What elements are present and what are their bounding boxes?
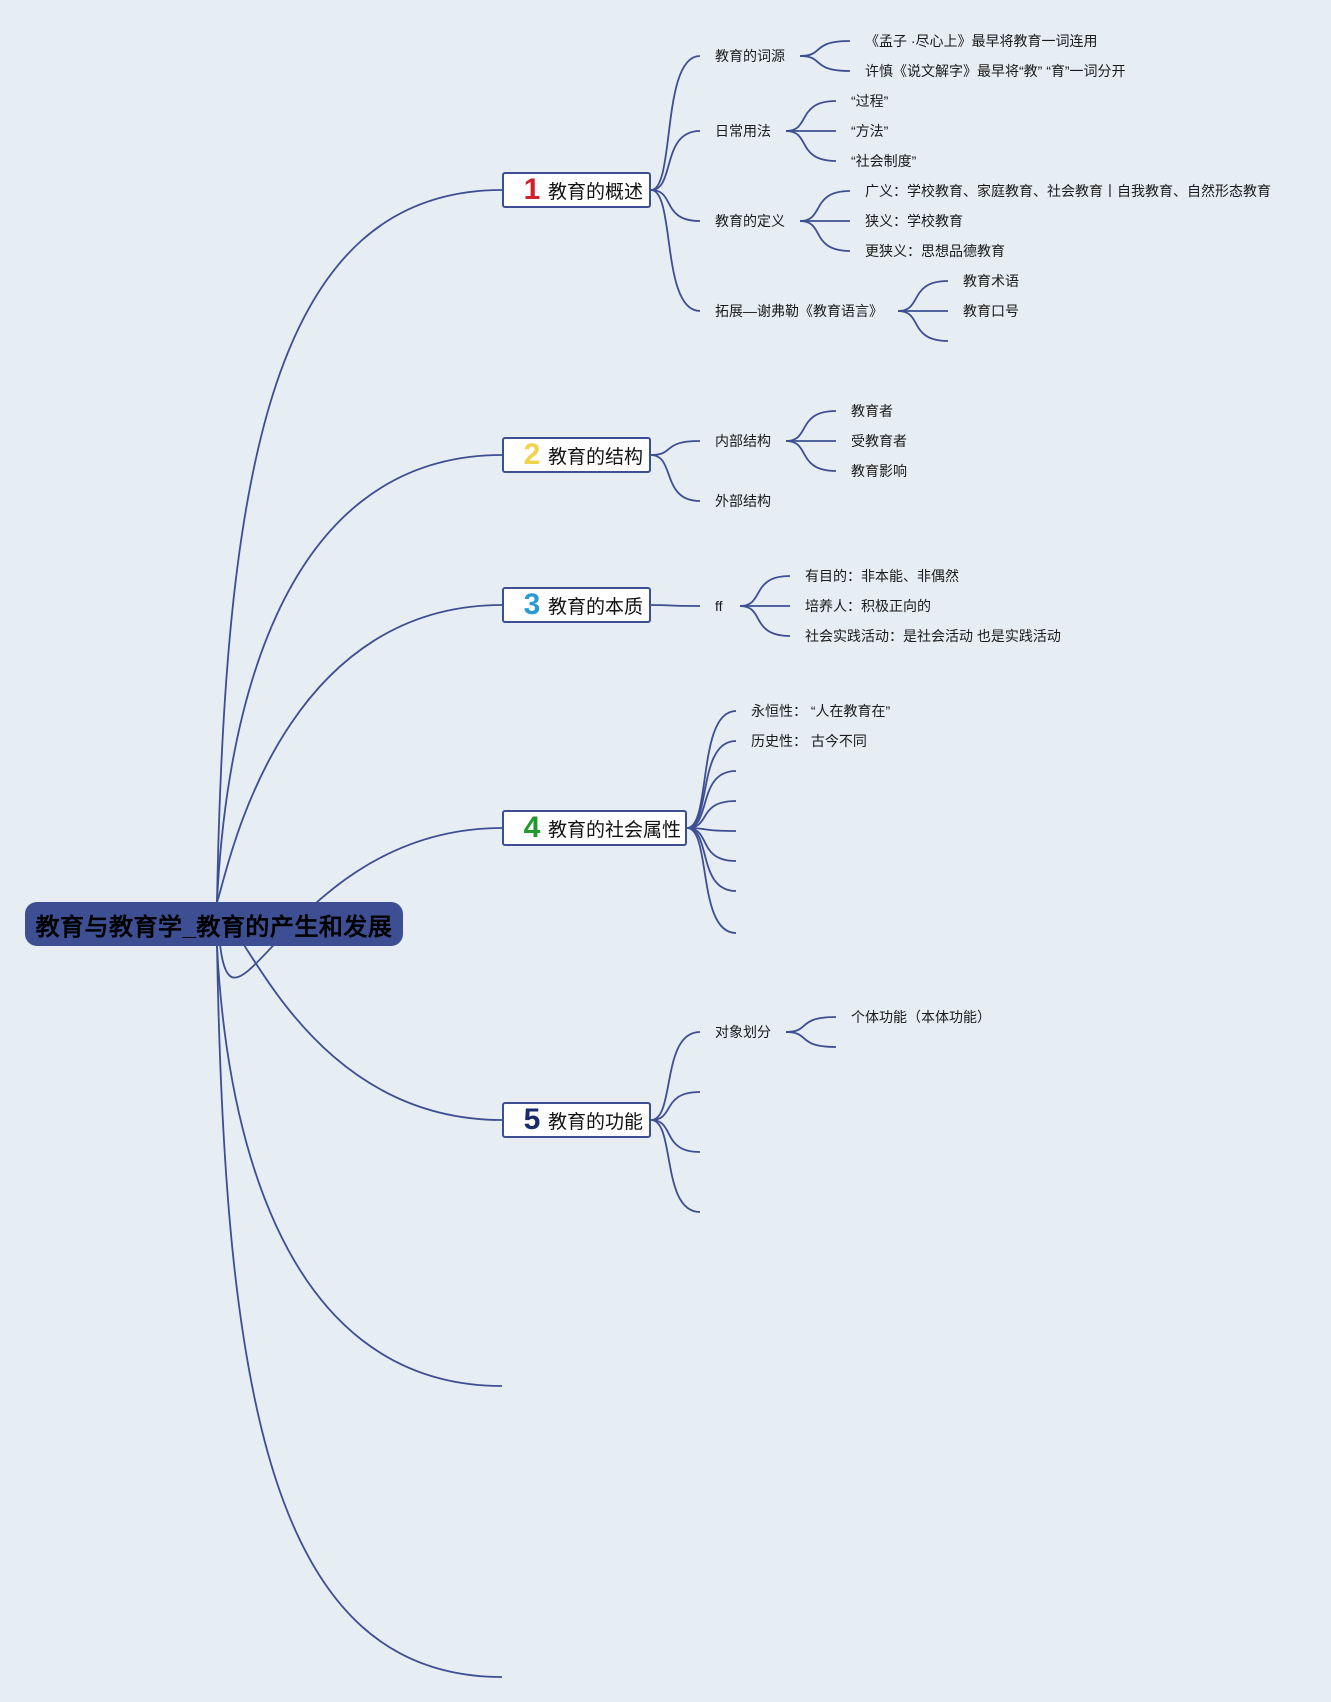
connector-lines <box>216 40 949 1678</box>
leaf-individual-function[interactable]: 个体功能（本体功能） <box>851 1009 991 1025</box>
t1-usage-link-0 <box>785 100 837 132</box>
leaf-edu-slogans[interactable]: 教育口号 <box>963 303 1019 319</box>
leaf-process[interactable]: “过程” <box>851 93 889 109</box>
t1-scheffler-link-2 <box>897 310 949 342</box>
t2-internal-link-2 <box>785 440 837 472</box>
t4-link-7 <box>686 827 737 934</box>
leaf-shuowen[interactable]: 许慎《说文解字》最早将“教” “育”一词分开 <box>865 63 1126 79</box>
t1-usage-link-2 <box>785 130 837 162</box>
leaf-cultivate[interactable]: 培养人：积极正向的 <box>805 598 931 614</box>
topic-2-number: 2 <box>523 438 541 471</box>
leaf-learner[interactable]: 受教育者 <box>851 433 907 449</box>
t1-def-link-2 <box>799 220 851 252</box>
leaf-social-practice[interactable]: 社会实践活动：是社会活动 也是实践活动 <box>805 628 1061 644</box>
t1-link-1 <box>650 130 701 191</box>
t1-link-2 <box>650 189 701 222</box>
branch-scheffler[interactable]: 拓展—谢弗勒《教育语言》 <box>715 303 883 319</box>
topic-1-label: 教育的概述 <box>548 181 644 203</box>
t3-ff-link-2 <box>739 605 791 637</box>
branch-word-origin[interactable]: 教育的词源 <box>715 48 785 64</box>
leaf-educator[interactable]: 教育者 <box>851 403 893 419</box>
leaf-eternal[interactable]: 永恒性： “人在教育在” <box>751 703 891 719</box>
leaf-method[interactable]: “方法” <box>851 123 889 139</box>
topic-5-number: 5 <box>523 1103 541 1136</box>
leaf-broad-definition[interactable]: 广义：学校教育、家庭教育、社会教育丨自我教育、自然形态教育 <box>865 183 1271 199</box>
topic-3-node[interactable]: 3 教育的本质 <box>502 587 651 623</box>
t1-scheffler-link-0 <box>897 280 949 312</box>
t5-link-3 <box>650 1119 701 1213</box>
topic-2-node[interactable]: 2 教育的结构 <box>502 437 651 473</box>
root-link-3 <box>216 604 503 903</box>
t2-internal-link-0 <box>785 410 837 442</box>
root-link-1 <box>216 189 503 903</box>
topic-4-node[interactable]: 4 教育的社会属性 <box>502 810 687 846</box>
branch-object-division[interactable]: 对象划分 <box>715 1024 771 1040</box>
root-link-5 <box>216 921 503 1121</box>
topic-5-node[interactable]: 5 教育的功能 <box>502 1102 651 1138</box>
t5-object-link-0 <box>785 1016 837 1033</box>
topic-1-number: 1 <box>523 173 541 206</box>
topic-1-node[interactable]: 1 教育的概述 <box>502 172 651 208</box>
root-link-7 <box>216 945 503 1678</box>
topic-4-number: 4 <box>523 811 541 844</box>
t1-def-link-0 <box>799 190 851 222</box>
leaf-narrow-definition[interactable]: 狭义：学校教育 <box>865 213 963 229</box>
t2-link-0 <box>650 440 701 456</box>
branch-external-structure[interactable]: 外部结构 <box>715 493 771 509</box>
branch-ff[interactable]: ff <box>715 598 723 614</box>
root-link-2 <box>216 454 503 903</box>
root-node[interactable]: 教育与教育学_教育的产生和发展 <box>25 902 403 946</box>
t2-link-1 <box>650 454 701 502</box>
t1-link-3 <box>650 189 701 312</box>
t3-ff-link-0 <box>739 575 791 607</box>
leaf-social-system[interactable]: “社会制度” <box>851 153 917 169</box>
t4-link-1 <box>686 740 737 829</box>
leaf-purposeful[interactable]: 有目的：非本能、非偶然 <box>805 568 959 584</box>
leaf-historical[interactable]: 历史性： 古今不同 <box>751 733 867 749</box>
leaf-edu-terms[interactable]: 教育术语 <box>963 273 1019 289</box>
t1-origin-link-1 <box>799 55 851 72</box>
t1-link-0 <box>650 55 701 191</box>
topic-3-number: 3 <box>523 588 541 621</box>
topic-4-label: 教育的社会属性 <box>548 819 682 841</box>
t4-link-6 <box>686 827 737 892</box>
t5-object-link-1 <box>785 1031 837 1048</box>
branch-definition[interactable]: 教育的定义 <box>715 213 785 229</box>
t5-link-2 <box>650 1119 701 1153</box>
topic-5-label: 教育的功能 <box>548 1111 644 1133</box>
t1-origin-link-0 <box>799 40 851 57</box>
branch-daily-usage[interactable]: 日常用法 <box>715 123 771 139</box>
t5-link-0 <box>650 1031 701 1121</box>
t4-link-0 <box>686 710 737 829</box>
leaf-mencius[interactable]: 《孟子 ·尽心上》最早将教育一词连用 <box>865 33 1098 49</box>
t4-link-2 <box>686 770 737 829</box>
leaf-influence[interactable]: 教育影响 <box>851 463 907 479</box>
topic-3-label: 教育的本质 <box>548 596 644 618</box>
t3-link-0 <box>650 604 701 607</box>
topic-2-label: 教育的结构 <box>548 446 644 468</box>
t5-link-1 <box>650 1091 701 1121</box>
leaf-narrower-definition[interactable]: 更狭义：思想品德教育 <box>865 243 1005 259</box>
root-link-6 <box>216 945 503 1387</box>
branch-internal-structure[interactable]: 内部结构 <box>715 433 771 449</box>
